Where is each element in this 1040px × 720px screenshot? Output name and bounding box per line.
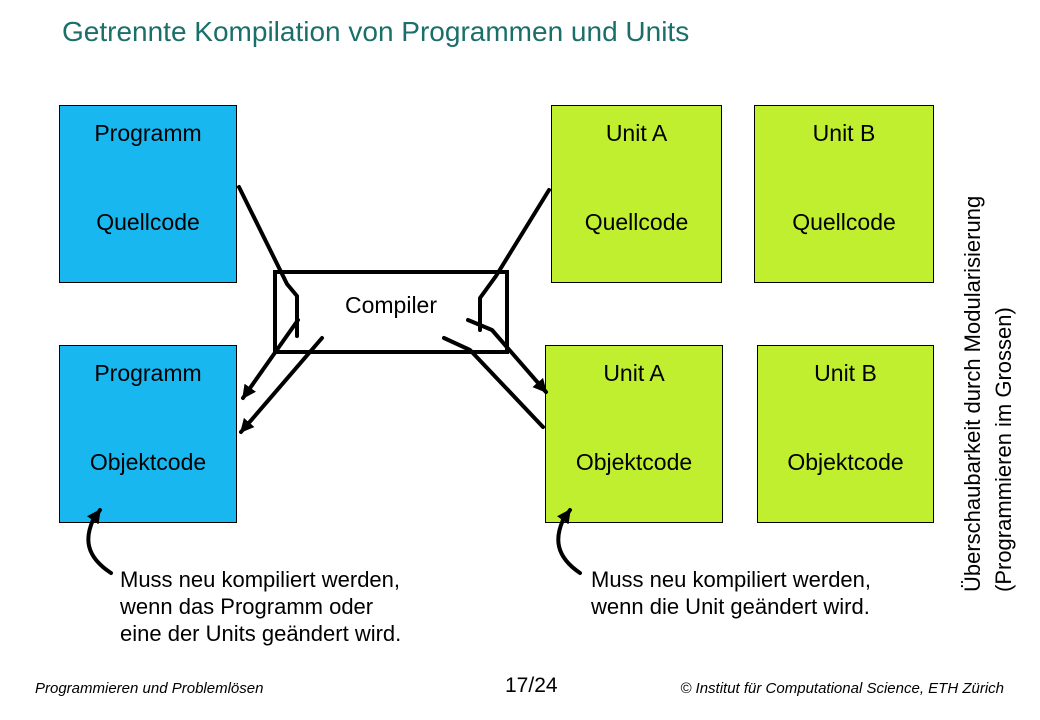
unit-b-source-label: Unit B <box>812 120 876 146</box>
program-source-label: Programm <box>94 120 202 146</box>
right-note-line: wenn die Unit geändert wird. <box>591 594 870 619</box>
program-object-type: Objektcode <box>89 449 207 475</box>
compiler-to-program-object-arrow-2 <box>239 336 324 434</box>
unit-a-source-type: Quellcode <box>584 209 689 235</box>
compiler-to-unit-a-object-arrow <box>466 318 548 394</box>
program-object-label: Programm <box>94 360 202 386</box>
unit-b-source-box: Unit B Quellcode <box>754 105 934 283</box>
compiler-label: Compiler <box>344 292 438 318</box>
unit-a-object-label: Unit A <box>603 360 665 386</box>
right-note-pointer <box>556 508 582 575</box>
side-annotation-line-2: (Programmieren im Grossen) <box>991 307 1016 592</box>
unit-a-source-label: Unit A <box>605 120 668 146</box>
right-note-line: Muss neu kompiliert werden, <box>591 567 872 592</box>
footer-course: Programmieren und Problemlösen <box>35 680 264 697</box>
unit-a-source-box: Unit A Quellcode <box>551 105 722 283</box>
left-note-line: wenn das Programm oder <box>120 594 374 619</box>
side-annotation: Überschaubarkeit durch Modularisierung (… <box>957 94 1027 592</box>
left-note: Muss neu kompiliert werden, wenn das Pro… <box>120 566 401 647</box>
unit-a-object-box: Unit A Objektcode <box>545 345 723 523</box>
left-note-line: eine der Units geändert wird. <box>120 621 402 646</box>
page-number: 17/24 <box>505 674 558 697</box>
left-note-line: Muss neu kompiliert werden, <box>120 567 401 592</box>
unit-b-source-type: Quellcode <box>792 209 896 235</box>
unit-a-source-to-compiler-line <box>478 188 551 332</box>
compiler-to-unit-a-object-line <box>442 336 545 429</box>
program-source-box: Programm Quellcode <box>59 105 237 283</box>
footer-copyright: © Institut für Computational Science, ET… <box>680 680 1004 697</box>
unit-b-object-label: Unit B <box>814 360 877 386</box>
program-source-type: Quellcode <box>96 209 200 235</box>
program-object-box: Programm Objektcode <box>59 345 237 523</box>
slide-title: Getrennte Kompilation von Programmen und… <box>62 16 690 47</box>
program-source-to-compiler-line <box>237 185 299 338</box>
right-note: Muss neu kompiliert werden, wenn die Uni… <box>591 566 871 620</box>
left-note-pointer <box>86 508 113 575</box>
unit-b-object-box: Unit B Objektcode <box>757 345 934 523</box>
side-annotation-line-1: Überschaubarkeit durch Modularisierung <box>960 195 985 592</box>
compiler-box <box>273 270 509 354</box>
compiler-to-program-object-arrow-1 <box>241 318 300 400</box>
unit-b-object-type: Objektcode <box>787 449 904 475</box>
unit-a-object-type: Objektcode <box>575 449 693 475</box>
